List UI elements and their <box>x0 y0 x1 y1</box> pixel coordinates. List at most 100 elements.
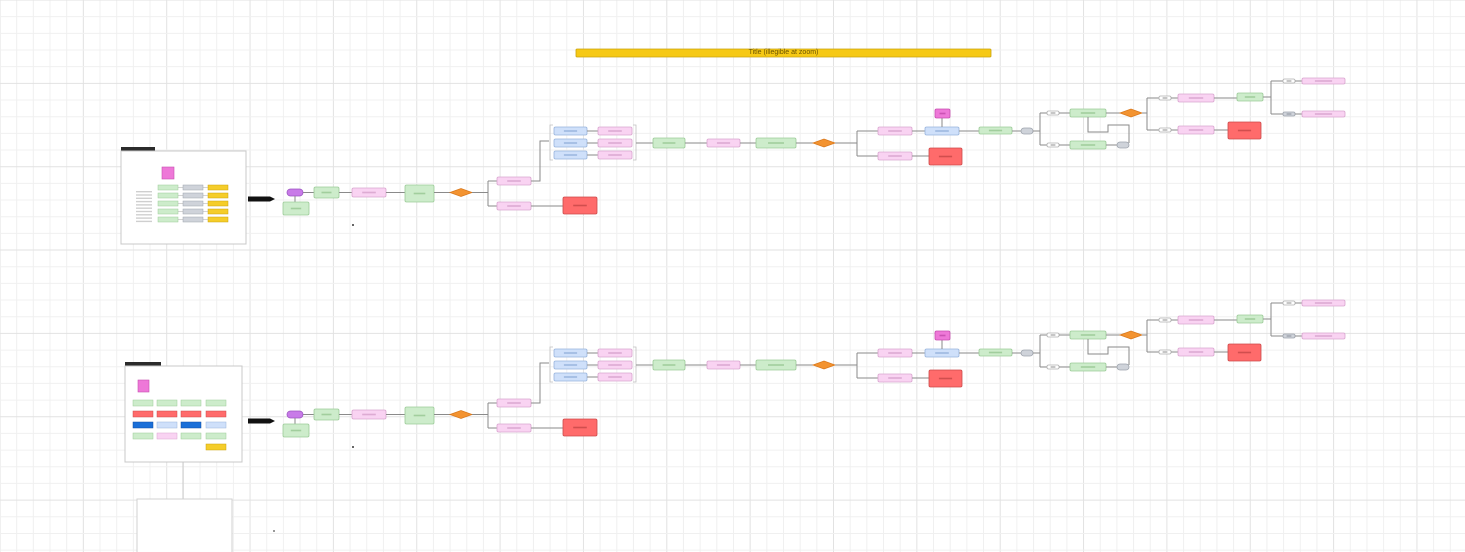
title-banner[interactable] <box>575 48 992 58</box>
branch-node-2[interactable] <box>496 423 532 433</box>
group-pink-node[interactable] <box>597 348 633 358</box>
end-node-2[interactable] <box>1301 110 1346 118</box>
decision-2[interactable] <box>811 360 837 370</box>
text-placeholder <box>573 426 587 429</box>
start-terminal[interactable] <box>286 410 304 419</box>
start-terminal[interactable] <box>286 188 304 197</box>
blue-node[interactable] <box>924 348 960 358</box>
decision-2[interactable] <box>811 138 837 148</box>
error-node-1[interactable] <box>562 418 598 437</box>
group-pink-node[interactable] <box>597 372 633 382</box>
group-blue-node[interactable] <box>553 126 588 136</box>
process-node-1[interactable] <box>313 186 340 199</box>
edge-label-4[interactable] <box>1158 127 1172 133</box>
branch-node-6[interactable] <box>1177 347 1215 357</box>
mini-node <box>157 192 179 199</box>
edge-label-5[interactable] <box>1282 300 1296 306</box>
process-node-5[interactable] <box>706 138 741 148</box>
process-node-4[interactable] <box>652 359 686 371</box>
error-node-1[interactable] <box>562 196 598 215</box>
decision-3[interactable] <box>1118 330 1144 340</box>
note-node[interactable] <box>282 423 310 438</box>
branch-node-2[interactable] <box>496 201 532 211</box>
group-pink-node[interactable] <box>597 360 633 370</box>
branch-node-4[interactable] <box>877 373 913 383</box>
edge-label-6[interactable] <box>1282 333 1296 339</box>
thumbnail-2[interactable] <box>124 362 243 500</box>
process-node-3[interactable] <box>404 184 435 203</box>
mini-node <box>180 399 202 407</box>
process-node-2[interactable] <box>351 409 387 420</box>
connector-pill-1[interactable] <box>1020 349 1034 357</box>
group-pink-node[interactable] <box>597 126 633 136</box>
process-node-10[interactable] <box>1236 314 1264 324</box>
edge-label-6[interactable] <box>1282 111 1296 117</box>
group-blue-node[interactable] <box>553 372 588 382</box>
empty-frame[interactable] <box>136 498 233 552</box>
decision-1[interactable] <box>448 410 474 419</box>
magenta-note[interactable] <box>934 330 951 341</box>
note-node[interactable] <box>282 201 310 216</box>
process-node-7[interactable] <box>978 126 1013 135</box>
error-node-2[interactable] <box>928 369 963 388</box>
blue-node[interactable] <box>924 126 960 136</box>
error-node-3[interactable] <box>1227 343 1262 362</box>
text-placeholder <box>1286 335 1292 337</box>
process-node-8[interactable] <box>1069 108 1107 118</box>
branch-node-5[interactable] <box>1177 93 1215 103</box>
end-node-1[interactable] <box>1301 299 1346 307</box>
thumbnail-1[interactable] <box>120 147 247 245</box>
text-placeholder <box>1286 80 1292 82</box>
process-node-1[interactable] <box>313 408 340 421</box>
process-node-8[interactable] <box>1069 330 1107 340</box>
edge-label-1[interactable] <box>1046 110 1060 116</box>
error-node-2[interactable] <box>928 147 963 166</box>
edge-label-5[interactable] <box>1282 78 1296 84</box>
process-node-10[interactable] <box>1236 92 1264 102</box>
decision-1[interactable] <box>448 188 474 197</box>
branch-node-3[interactable] <box>877 348 913 358</box>
branch-node-3[interactable] <box>877 126 913 136</box>
decision-3[interactable] <box>1118 108 1144 118</box>
text-placeholder <box>935 352 949 354</box>
mini-node <box>205 399 227 407</box>
error-node-3[interactable] <box>1227 121 1262 140</box>
process-node-7[interactable] <box>978 348 1013 357</box>
edge-label-3[interactable] <box>1158 95 1172 101</box>
group-pink-node[interactable] <box>597 150 633 160</box>
end-node-2[interactable] <box>1301 332 1346 340</box>
branch-node-6[interactable] <box>1177 125 1215 135</box>
edge-label-2[interactable] <box>1046 364 1060 370</box>
title-banner-label[interactable]: Title (illegible at zoom) <box>748 49 819 56</box>
process-node-2[interactable] <box>351 187 387 198</box>
magenta-note[interactable] <box>934 108 951 119</box>
process-node-5[interactable] <box>706 360 741 370</box>
branch-node-4[interactable] <box>877 151 913 161</box>
edge-label-3[interactable] <box>1158 317 1172 323</box>
process-node-3[interactable] <box>404 406 435 425</box>
group-blue-node[interactable] <box>553 348 588 358</box>
group-blue-node[interactable] <box>553 360 588 370</box>
group-blue-node[interactable] <box>553 138 588 148</box>
process-node-9[interactable] <box>1069 362 1107 372</box>
branch-node-1[interactable] <box>496 176 532 186</box>
edge-label-1[interactable] <box>1046 332 1060 338</box>
connector-pill-1[interactable] <box>1020 127 1034 135</box>
edge-label-2[interactable] <box>1046 142 1060 148</box>
branch-node-1[interactable] <box>496 398 532 408</box>
end-node-1[interactable] <box>1301 77 1346 85</box>
process-node-6[interactable] <box>755 137 797 149</box>
group-pink-node[interactable] <box>597 138 633 148</box>
branch-node-5[interactable] <box>1177 315 1215 325</box>
mini-node <box>157 200 179 207</box>
frame-header <box>121 147 155 151</box>
process-node-9[interactable] <box>1069 140 1107 150</box>
group-blue-node[interactable] <box>553 150 588 160</box>
text-placeholder <box>563 352 578 354</box>
process-node-6[interactable] <box>755 359 797 371</box>
connector-pill-2[interactable] <box>1116 141 1130 149</box>
connector-pill-2[interactable] <box>1116 363 1130 371</box>
edge-label-4[interactable] <box>1158 349 1172 355</box>
process-node-4[interactable] <box>652 137 686 149</box>
